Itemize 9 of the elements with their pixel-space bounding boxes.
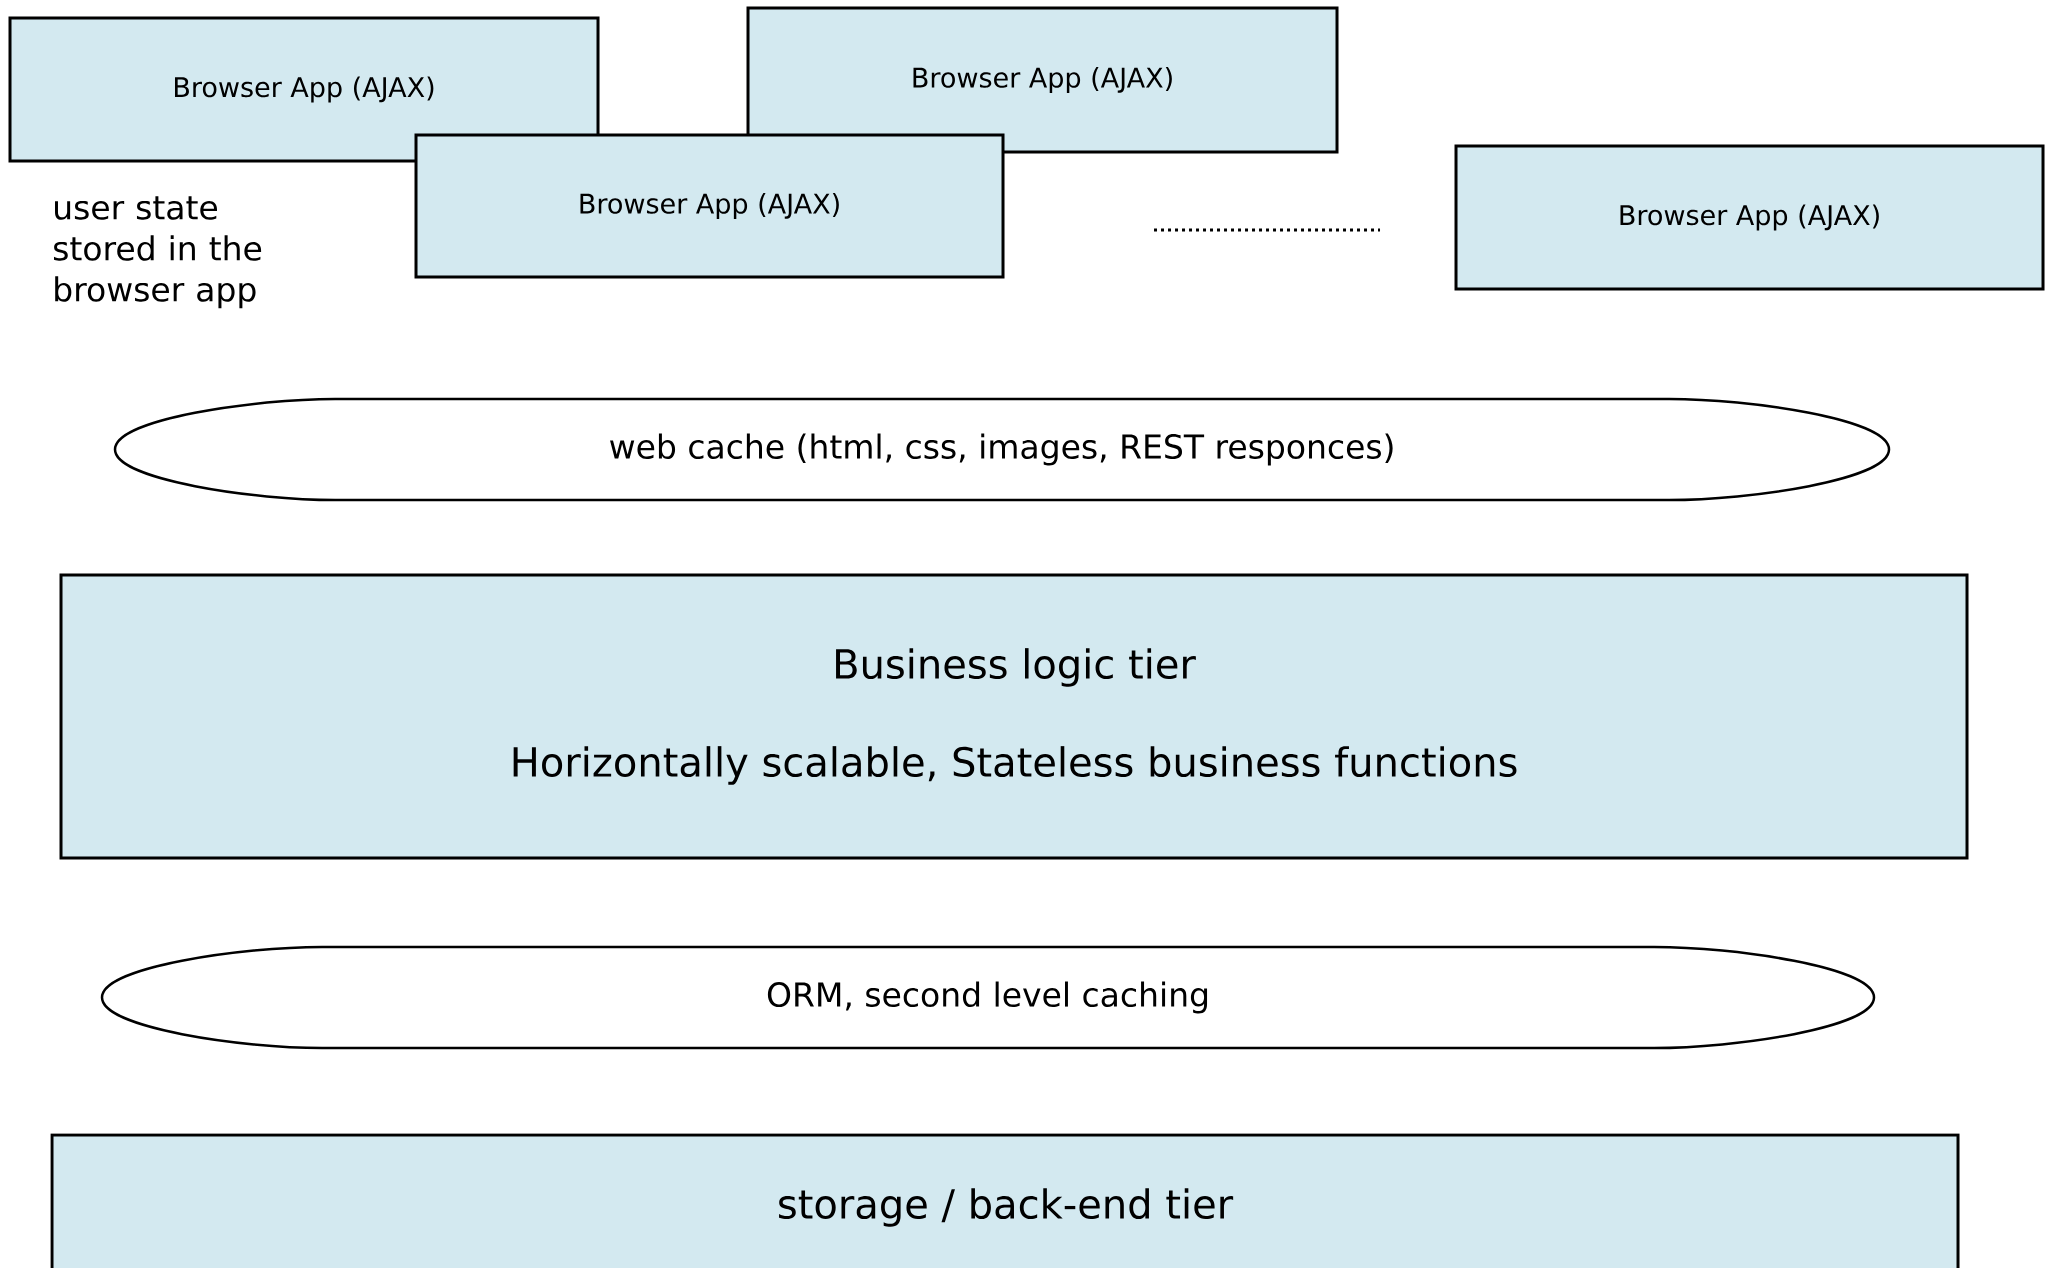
app-box: Browser App (AJAX): [8, 16, 600, 163]
app-box: Browser App (AJAX): [746, 6, 1339, 154]
tier-box: Business logic tier Horizontally scalable, Stateless business functions: [59, 573, 1969, 860]
note-text: user state stored in the browser app: [54, 196, 262, 309]
cache-band: web cache (html, css, images, REST responces): [113, 397, 1891, 502]
cache-band: ORM, second level caching: [100, 945, 1876, 1050]
app-box: Browser App (AJAX): [414, 133, 1005, 279]
app-box: storage / back-end tier: [50, 1133, 1960, 1268]
app-box: Browser App (AJAX): [1454, 144, 2045, 291]
